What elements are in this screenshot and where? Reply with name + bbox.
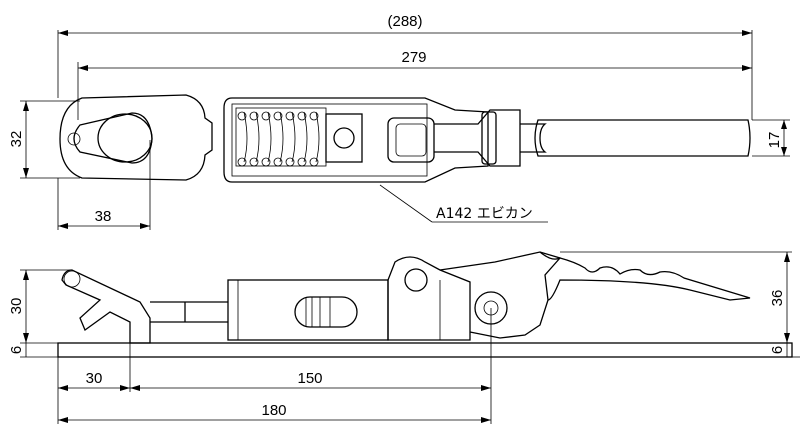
dim-overall-length: (288) — [387, 13, 422, 30]
top-view — [59, 94, 751, 183]
handle-side — [539, 251, 751, 301]
dim-base-left: 6 — [8, 346, 25, 354]
side-view — [57, 251, 793, 358]
base-plate — [57, 342, 793, 358]
hook-side — [61, 269, 151, 344]
body-outline — [223, 97, 489, 183]
slot — [294, 296, 358, 328]
spring-seat — [325, 113, 363, 163]
dim-base-right: 6 — [769, 346, 786, 354]
dim-height-right: 17 — [766, 132, 783, 149]
hook-tip — [63, 270, 81, 288]
dim-hook-offset: 38 — [95, 208, 112, 225]
link-block — [387, 117, 435, 163]
spring — [235, 107, 327, 167]
hook-slot-eye — [67, 132, 81, 146]
link-pin — [395, 123, 427, 157]
handle-top — [520, 123, 547, 153]
body-side — [227, 279, 389, 341]
handle-grip — [534, 119, 751, 157]
hook-head — [97, 113, 153, 163]
part-note: A142 エビカン — [436, 206, 533, 222]
lever-pivot — [481, 111, 497, 165]
lever-side — [439, 251, 562, 339]
dim-150: 150 — [297, 370, 322, 387]
spring-seat-hole — [333, 127, 355, 149]
dim-height-left: 32 — [8, 131, 25, 148]
top-view-dimensions: (288) 279 32 17 38 A142 エビカン — [8, 13, 790, 230]
lever-arm — [434, 109, 521, 167]
dim-length: 279 — [401, 49, 426, 66]
hook-plate-outline — [59, 94, 213, 181]
dim-side-height-right: 36 — [769, 290, 786, 307]
side-view-dimensions: 30 6 36 6 30 150 180 — [8, 251, 800, 424]
dim-30: 30 — [86, 370, 103, 387]
body-inner — [231, 103, 428, 177]
dim-180: 180 — [261, 402, 286, 419]
dim-side-height-left: 30 — [8, 298, 25, 315]
upper-pivot — [404, 268, 428, 292]
hook-slot — [73, 112, 153, 164]
pivot-block — [387, 256, 471, 341]
